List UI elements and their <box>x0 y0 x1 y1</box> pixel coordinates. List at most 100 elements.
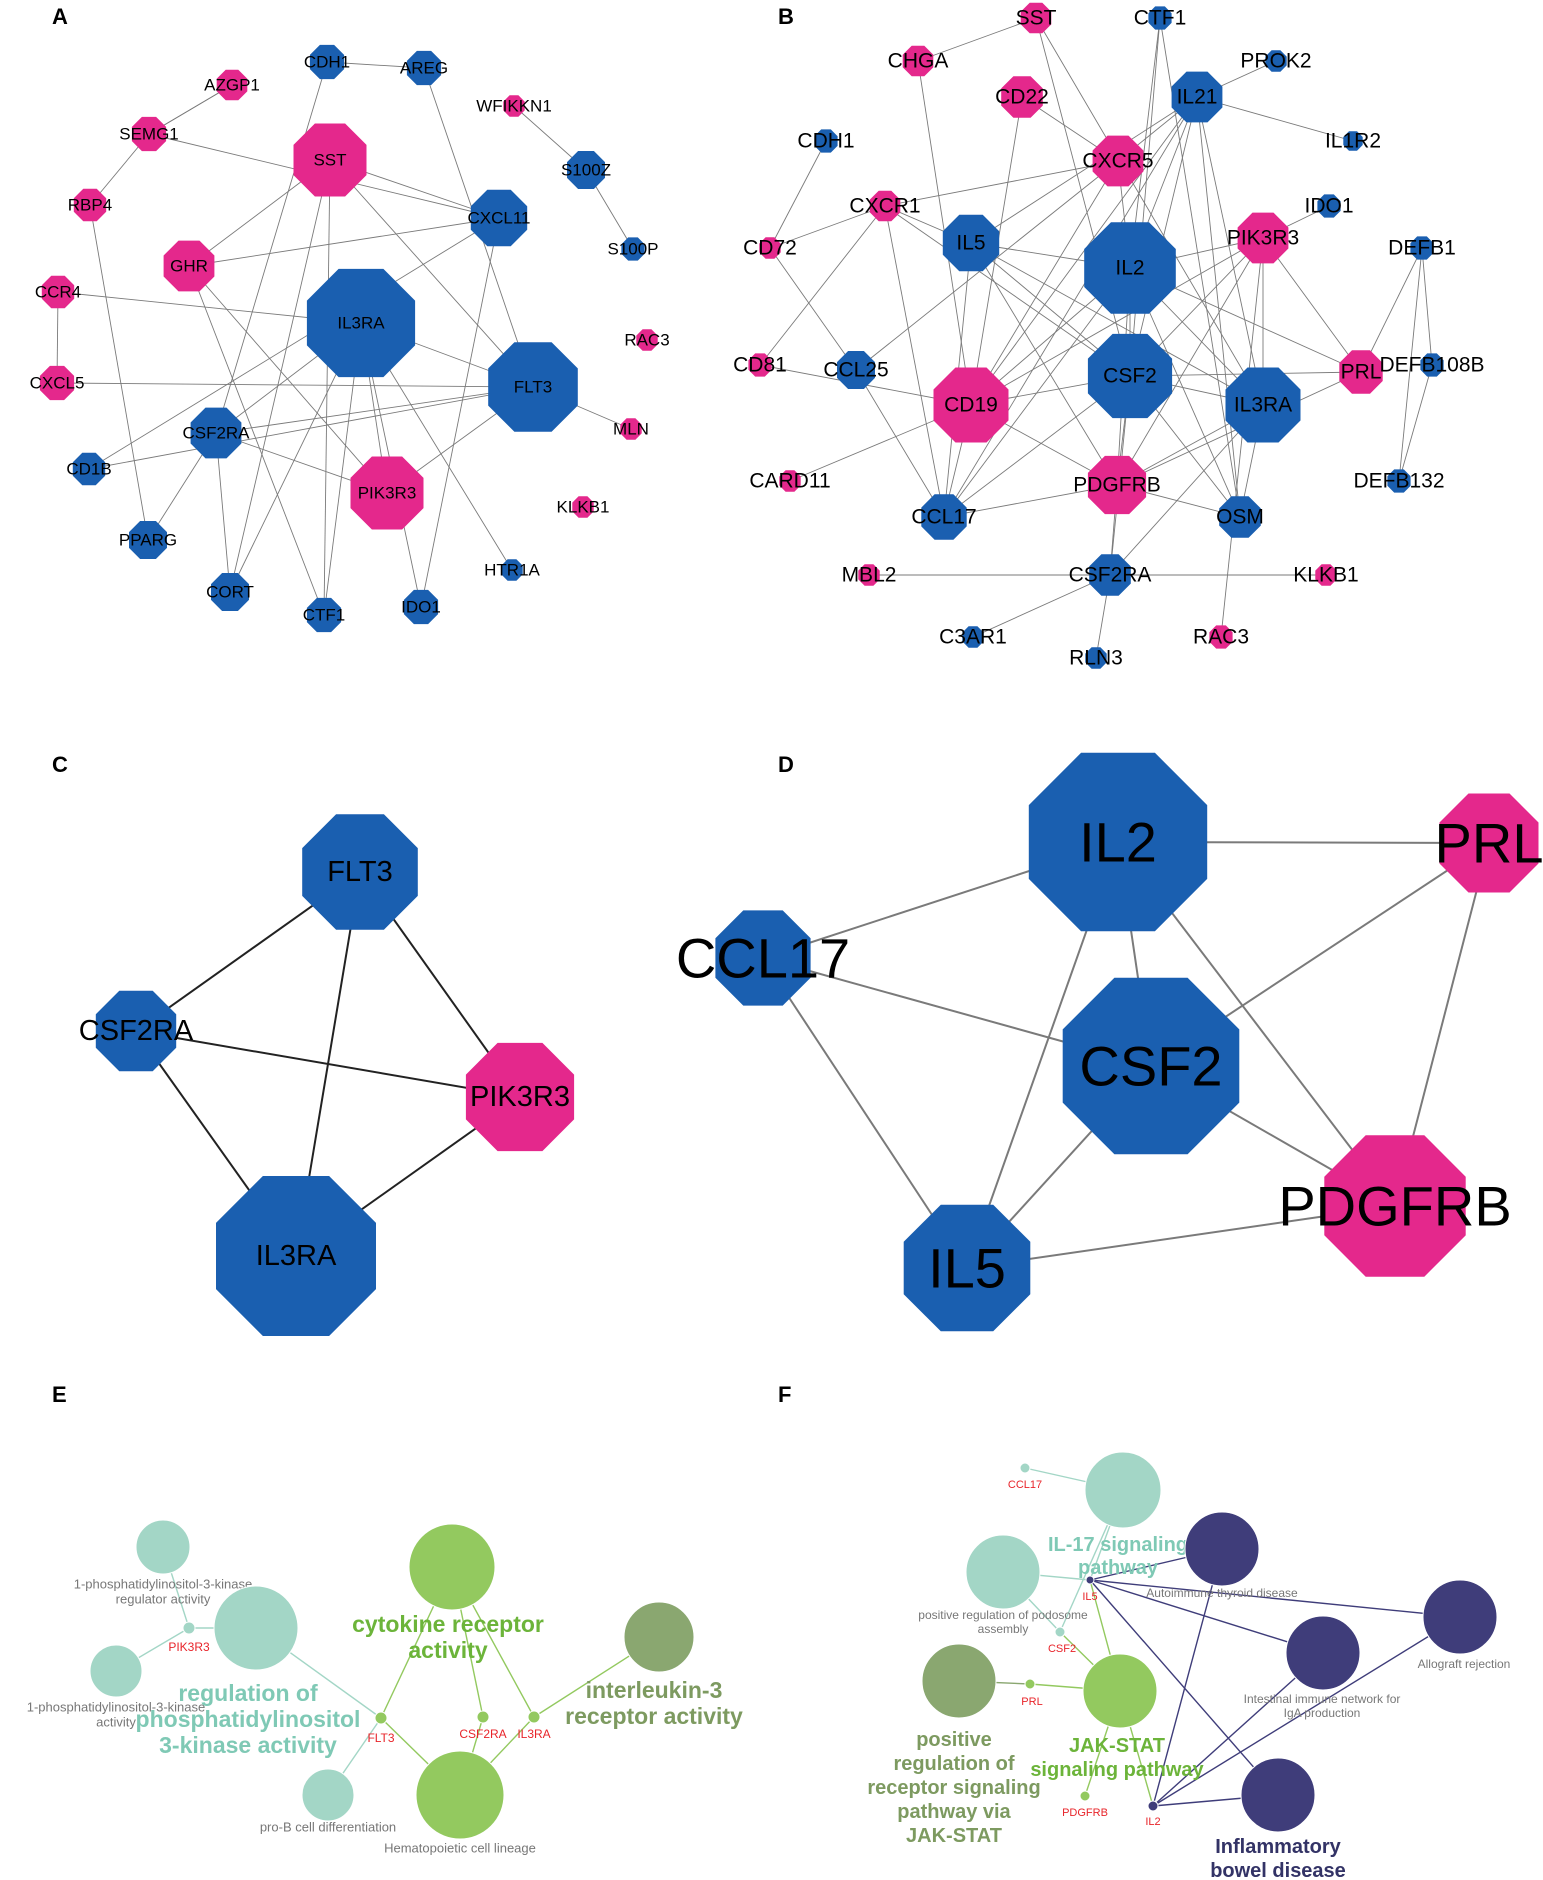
node-cxcl5-label: CXCL5 <box>30 374 85 393</box>
node-azgp1[interactable]: AZGP1 <box>204 69 260 101</box>
node-rln3[interactable]: RLN3 <box>1069 647 1123 670</box>
node-klkb1[interactable]: KLKB1 <box>1293 564 1358 587</box>
node-flt3[interactable]: FLT3 <box>302 814 418 930</box>
node-ccl25[interactable]: CCL25 <box>823 351 889 389</box>
node-il5[interactable]: IL5 <box>903 1204 1031 1332</box>
node-cxcr1[interactable]: CXCR1 <box>849 190 921 222</box>
node-cdh1[interactable]: CDH1 <box>797 129 855 153</box>
node-ido1[interactable]: IDO1 <box>1304 194 1354 218</box>
node-htr1a[interactable]: HTR1A <box>484 559 541 581</box>
node-il2[interactable]: IL2 <box>1028 752 1208 932</box>
node-s100z[interactable]: S100Z <box>561 151 611 189</box>
node-cxcr5[interactable]: CXCR5 <box>1082 135 1154 187</box>
node-card11[interactable]: CARD11 <box>749 470 830 493</box>
node-rbp4[interactable]: RBP4 <box>68 188 112 222</box>
gene-label-prl-0: PRL <box>1021 1696 1042 1708</box>
node-prok2[interactable]: PROK2 <box>1240 50 1311 73</box>
node-ctf1[interactable]: CTF1 <box>1134 6 1187 30</box>
node-cd19[interactable]: CD19 <box>933 367 1009 443</box>
node-ccr4[interactable]: CCR4 <box>35 275 81 309</box>
node-osm[interactable]: OSM <box>1216 496 1264 538</box>
gene-node-csf2ra[interactable]: CSF2RA <box>459 1710 507 1741</box>
gene-node-il2[interactable]: IL2 <box>1145 1800 1161 1828</box>
node-ido1[interactable]: IDO1 <box>401 589 441 625</box>
node-mln[interactable]: MLN <box>613 418 649 440</box>
node-prl[interactable]: PRL <box>1339 350 1383 394</box>
node-wfikkn1[interactable]: WFIKKN1 <box>476 95 552 117</box>
node-c3ar1[interactable]: C3AR1 <box>939 626 1007 649</box>
node-il3ra[interactable]: IL3RA <box>216 1176 376 1336</box>
node-ctf1[interactable]: CTF1 <box>303 597 346 633</box>
node-sst[interactable]: SST <box>1016 2 1057 34</box>
node-il3ra[interactable]: IL3RA <box>306 268 416 378</box>
gene-node-flt3[interactable]: FLT3 <box>367 1711 395 1745</box>
term-node-regpi3k[interactable]: regulation ofphosphatidylinositol3-kinas… <box>136 1585 361 1758</box>
gene-node-ccl17[interactable]: CCL17 <box>1008 1462 1042 1491</box>
term-node-auto[interactable]: Autoimmune thyroid disease <box>1146 1511 1298 1600</box>
node-pdgfrb[interactable]: PDGFRB <box>1073 455 1161 515</box>
node-rac3[interactable]: RAC3 <box>624 329 670 351</box>
node-cd72[interactable]: CD72 <box>743 237 797 260</box>
term-node-hema[interactable]: Hematopoietic cell lineage <box>384 1750 536 1856</box>
node-cort[interactable]: CORT <box>206 573 254 611</box>
term-node-allo[interactable]: Allograft rejection <box>1418 1579 1511 1671</box>
node-mbl2[interactable]: MBL2 <box>842 564 897 587</box>
panel-e-go-network: E 1-phosphatidylinositol-3-kinaseregulat… <box>27 1382 743 1856</box>
node-ccl17[interactable]: CCL17 <box>911 494 977 540</box>
node-il21[interactable]: IL21 <box>1171 71 1223 123</box>
node-defb132[interactable]: DEFB132 <box>1353 469 1445 493</box>
node-pparg[interactable]: PPARG <box>119 521 177 559</box>
node-il2[interactable]: IL2 <box>1084 222 1176 314</box>
node-prl[interactable]: PRL <box>1435 793 1543 893</box>
node-csf2[interactable]: CSF2 <box>1062 977 1240 1155</box>
node-pik3r3[interactable]: PIK3R3 <box>465 1042 575 1152</box>
term-node-prob[interactable]: pro-B cell differentiation <box>260 1768 396 1835</box>
gene-node-pik3r3[interactable]: PIK3R3 <box>168 1621 210 1654</box>
node-sst[interactable]: SST <box>293 123 367 197</box>
node-il1r2[interactable]: IL1R2 <box>1325 130 1381 153</box>
node-cd1b[interactable]: CD1B <box>66 452 112 486</box>
node-areg[interactable]: AREG <box>400 50 448 86</box>
gene-node-csf2[interactable]: CSF2 <box>1048 1626 1076 1655</box>
node-ccl17[interactable]: CCL17 <box>676 910 850 1006</box>
node-flt3[interactable]: FLT3 <box>488 342 578 432</box>
node-il3ra[interactable]: IL3RA <box>1225 367 1301 443</box>
node-csf2ra[interactable]: CSF2RA <box>182 407 250 459</box>
node-il5[interactable]: IL5 <box>942 214 1000 272</box>
node-cdh1[interactable]: CDH1 <box>304 44 350 80</box>
node-csf2[interactable]: CSF2 <box>1087 333 1173 419</box>
node-defb108b[interactable]: DEFB108B <box>1379 353 1485 377</box>
node-cxcl5[interactable]: CXCL5 <box>30 365 85 401</box>
node-cd81[interactable]: CD81 <box>733 353 787 377</box>
node-semg1[interactable]: SEMG1 <box>119 116 179 152</box>
gene-node-il5[interactable]: IL5 <box>1082 1575 1098 1603</box>
node-csf2ra[interactable]: CSF2RA <box>1069 554 1152 596</box>
gene-node-pdgfrb[interactable]: PDGFRB <box>1062 1790 1108 1819</box>
node-csf2ra[interactable]: CSF2RA <box>79 990 194 1072</box>
node-cxcl11[interactable]: CXCL11 <box>468 189 531 247</box>
node-ghr[interactable]: GHR <box>163 240 215 292</box>
term-node-il3-circle <box>623 1601 695 1673</box>
term-node-pi3kreg[interactable]: 1-phosphatidylinositol-3-kinaseregulator… <box>74 1519 253 1607</box>
node-cd22[interactable]: CD22 <box>995 76 1049 118</box>
node-pdgfrb[interactable]: PDGFRB <box>1278 1135 1512 1277</box>
node-klkb1[interactable]: KLKB1 <box>557 496 610 518</box>
gene-node-prl[interactable]: PRL <box>1021 1678 1043 1708</box>
gene-node-il3ra[interactable]: IL3RA <box>517 1710 551 1741</box>
node-pik3r3[interactable]: PIK3R3 <box>350 456 424 530</box>
node-pik3r3[interactable]: PIK3R3 <box>1227 212 1299 264</box>
node-defb1[interactable]: DEFB1 <box>1388 236 1456 260</box>
node-s100p[interactable]: S100P <box>607 237 659 261</box>
node-rac3[interactable]: RAC3 <box>1193 625 1249 649</box>
node-chga[interactable]: CHGA <box>888 45 949 77</box>
